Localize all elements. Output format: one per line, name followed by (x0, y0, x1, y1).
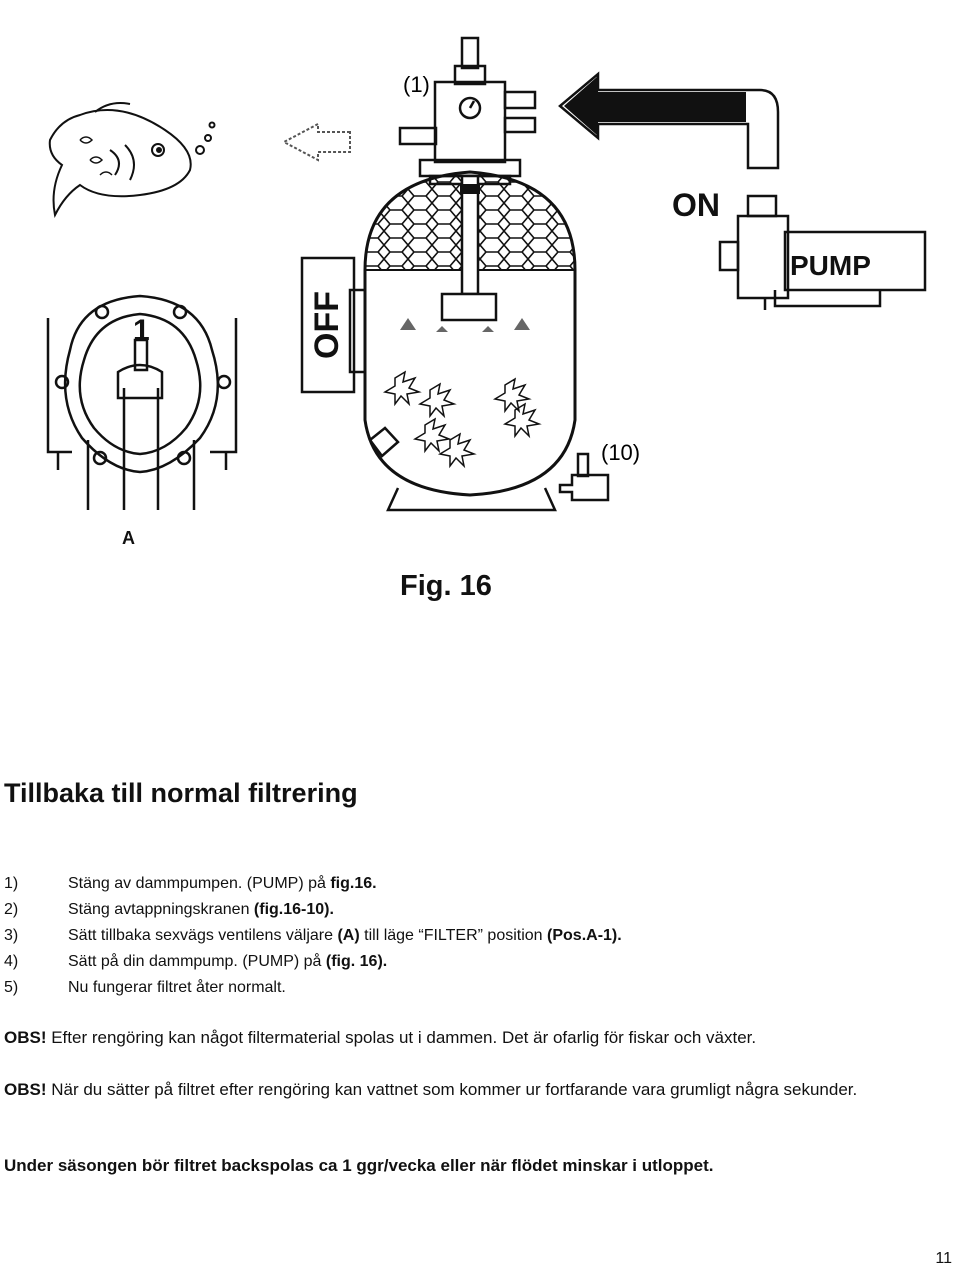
step-2: 2)Stäng avtappningskranen (fig.16-10). (4, 901, 334, 918)
on-label: ON (672, 187, 720, 223)
figure-caption: Fig. 16 (400, 570, 492, 602)
page-number: 11 (935, 1250, 952, 1267)
obs-note-1: OBS! Efter rengöring kan något filtermat… (4, 1028, 757, 1047)
filter-tank-icon (348, 170, 610, 512)
pump-icon (718, 194, 927, 310)
valve-label: (1) (403, 72, 430, 97)
valve-a-label: A (122, 528, 135, 548)
obs-note-2: OBS! När du sätter på filtret efter reng… (4, 1080, 858, 1099)
svg-text:OFF: OFF (308, 291, 346, 359)
step-1: 1)Stäng av dammpumpen. (PUMP) på fig.16. (4, 875, 377, 892)
valve-top-view-icon (46, 294, 238, 510)
off-indicator: OFF (300, 256, 356, 394)
fig16-illustration: (1) (46, 36, 927, 512)
step-3: 3)Sätt tillbaka sexvägs ventilens väljar… (4, 927, 622, 944)
step-5: 5)Nu fungerar filtret åter normalt. (4, 979, 286, 996)
inflow-arrow-icon (558, 71, 780, 170)
position-label: 1 (133, 314, 150, 347)
fish-icon (48, 102, 216, 219)
pump-label: PUMP (790, 250, 871, 281)
outflow-arrow-icon (281, 122, 351, 162)
section-title: Tillbaka till normal filtrering (4, 778, 358, 808)
multiport-valve-icon (398, 36, 537, 186)
step-4: 4)Sätt på din dammpump. (PUMP) på (fig. … (4, 953, 388, 970)
season-note: Under säsongen bör filtret backspolas ca… (4, 1156, 714, 1175)
drain-label: (10) (601, 440, 640, 465)
